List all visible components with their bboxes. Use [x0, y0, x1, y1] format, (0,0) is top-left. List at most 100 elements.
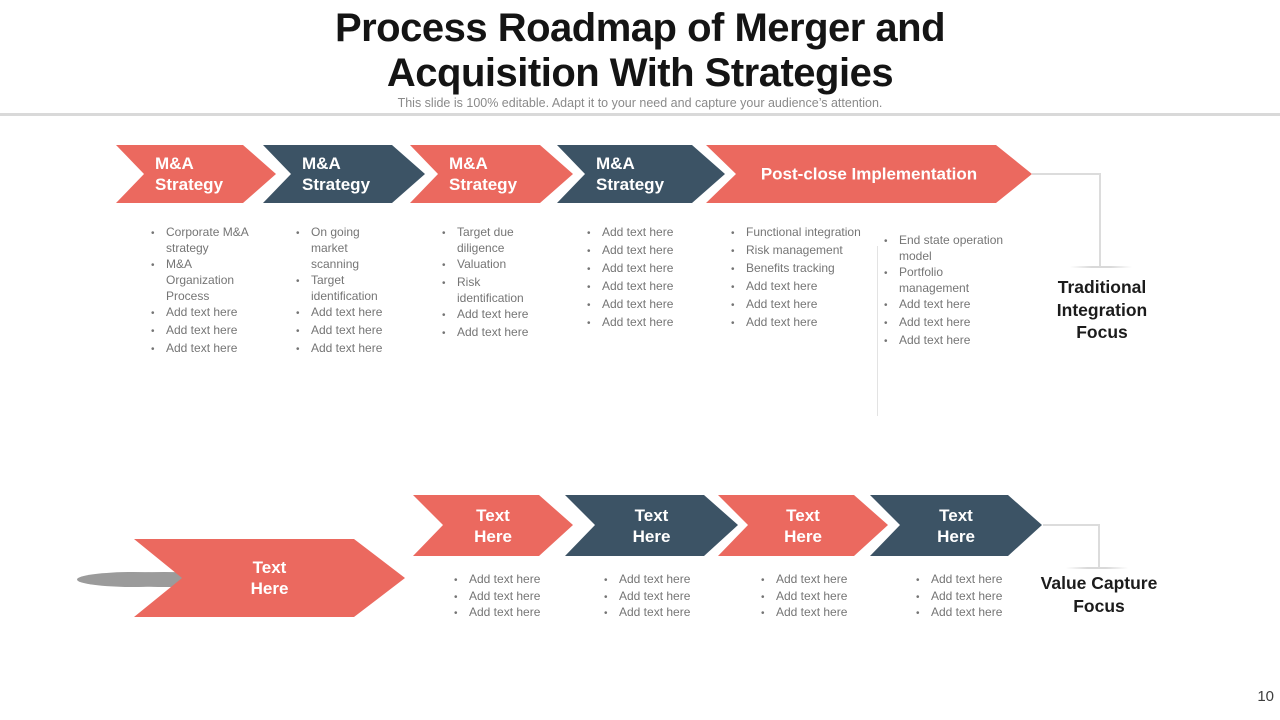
bullet-icon [913, 605, 931, 622]
list-item: Add text here [584, 278, 696, 296]
chevron-arrow-icon [263, 145, 425, 203]
bullet-icon [758, 589, 776, 606]
bullet-text: Add text here [457, 325, 529, 339]
step-arrow-4: Text Here [870, 495, 1042, 556]
bullet-icon [913, 572, 931, 589]
bullet-icon [881, 264, 899, 282]
bullet-text: Add text here [899, 333, 971, 347]
list-item: Risk identification [439, 274, 545, 306]
bullet-icon [148, 304, 166, 322]
bullet-text: Add text here [469, 605, 541, 619]
bullet-text: Add text here [602, 315, 674, 329]
list-item: Add text here [584, 224, 696, 242]
list-item: Target identification [293, 272, 397, 304]
value-capture-focus-label: Value Capture Focus [1040, 573, 1158, 616]
bracket-line-horizontal [1043, 524, 1100, 526]
list-item: Add text here [148, 322, 252, 340]
chevron-arrow-icon [116, 145, 276, 203]
step-arrow-label: Text Here [632, 505, 671, 546]
bullet-text: Functional integration [746, 225, 861, 239]
bullet-text: Portfolio management [899, 265, 970, 295]
bullet-list-2: On going market scanning Target identifi… [293, 224, 397, 358]
list-item: Add text here [728, 314, 864, 332]
bullet-icon [439, 306, 457, 324]
step-arrow-label: Text Here [937, 505, 975, 546]
step-arrow-3: Text Here [718, 495, 888, 556]
bullet-icon [293, 224, 311, 242]
chevron-arrow-icon [565, 495, 738, 556]
list-item: Add text here [601, 572, 713, 589]
list-item: On going market scanning [293, 224, 397, 272]
bracket-base-tick [1070, 266, 1132, 268]
chevron-arrow-icon [410, 145, 573, 203]
chevron-arrow-icon [870, 495, 1042, 556]
bullet-text: Corporate M&A strategy [166, 225, 249, 255]
list-item: Add text here [148, 340, 252, 358]
bullet-icon [601, 589, 619, 606]
slide-title: Process Roadmap of Merger and Acquisitio… [334, 6, 946, 95]
phase-arrow-5: Post-close Implementation [706, 145, 1032, 203]
bullet-text: Benefits tracking [746, 261, 835, 275]
list-item: Add text here [451, 589, 563, 606]
bracket-line-vertical [1098, 524, 1100, 568]
bullet-icon [728, 242, 746, 260]
bullet-icon [584, 278, 602, 296]
bullet-text: Valuation [457, 257, 507, 271]
bullet-icon [584, 242, 602, 260]
bullet-text: Add text here [602, 297, 674, 311]
list-item: Add text here [451, 605, 563, 622]
header-divider-line [0, 113, 1280, 116]
list-item: Add text here [584, 242, 696, 260]
list-item: Add text here [601, 589, 713, 606]
bottom-bullet-list-2: Add text here Add text here Add text her… [601, 572, 713, 622]
chevron-arrow-icon [413, 495, 573, 556]
bullet-text: Add text here [602, 279, 674, 293]
bullet-text: On going market scanning [311, 225, 360, 271]
intro-arrow: Text Here [134, 539, 405, 617]
bottom-bullet-list-1: Add text here Add text here Add text her… [451, 572, 563, 622]
bullet-icon [758, 605, 776, 622]
list-item: Add text here [913, 589, 1025, 606]
chevron-arrow-icon [557, 145, 725, 203]
step-arrow-label: Text Here [474, 505, 512, 546]
list-item: Target due diligence [439, 224, 545, 256]
page-number: 10 [1257, 688, 1274, 705]
bullet-text: Add text here [311, 341, 383, 355]
bullet-icon [728, 224, 746, 242]
bullet-text: Add text here [457, 307, 529, 321]
phase-arrow-2: M&A Strategy [263, 145, 425, 203]
bullet-text: Add text here [746, 279, 818, 293]
bullet-icon [148, 322, 166, 340]
bullet-icon [451, 605, 469, 622]
list-item: Portfolio management [881, 264, 1007, 296]
bullet-list-3: Target due diligence Valuation Risk iden… [439, 224, 545, 342]
bullet-text: Target due diligence [457, 225, 514, 255]
bullet-text: Add text here [469, 572, 541, 586]
list-item: Add text here [913, 572, 1025, 589]
bullet-text: Risk identification [457, 275, 524, 305]
bullet-text: Add text here [619, 605, 691, 619]
bullet-text: Add text here [602, 225, 674, 239]
list-item: Add text here [293, 322, 397, 340]
bullet-icon [728, 314, 746, 332]
list-item: Functional integration [728, 224, 864, 242]
chevron-arrow-icon [718, 495, 888, 556]
phase-arrow-3: M&A Strategy [410, 145, 573, 203]
bullet-text: Add text here [166, 305, 238, 319]
bullet-text: Add text here [776, 605, 848, 619]
bullet-text: Add text here [602, 261, 674, 275]
bullet-icon [451, 572, 469, 589]
list-item: Add text here [758, 605, 870, 622]
list-item: Add text here [293, 304, 397, 322]
intro-arrow-label: Text Here [250, 558, 289, 598]
bracket-base-tick [1066, 567, 1128, 569]
list-item: Add text here [601, 605, 713, 622]
list-item: Add text here [584, 296, 696, 314]
bullet-text: Target identification [311, 273, 378, 303]
bullet-text: Add text here [931, 605, 1003, 619]
bottom-bullet-list-4: Add text here Add text here Add text her… [913, 572, 1025, 622]
bullet-icon [439, 324, 457, 342]
list-item: Benefits tracking [728, 260, 864, 278]
bullet-text: Add text here [166, 323, 238, 337]
